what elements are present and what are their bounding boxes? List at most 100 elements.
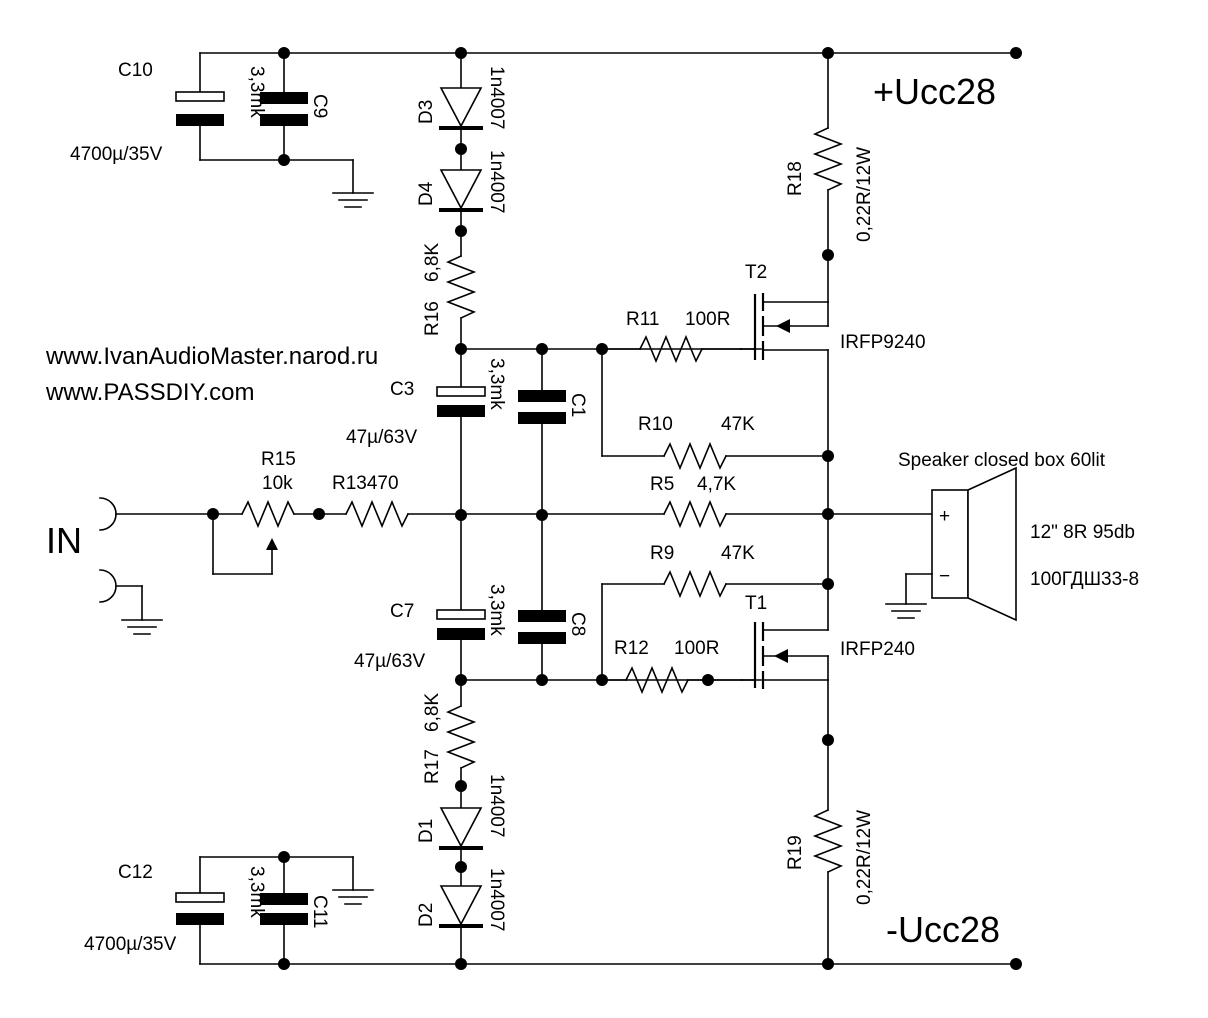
c8-plate-top <box>518 610 566 622</box>
t1-type-label: IRFP240 <box>840 639 915 660</box>
r16-label: R16 <box>422 301 443 336</box>
c1-label: C1 <box>567 393 588 417</box>
c3-plate <box>437 405 485 417</box>
d4-label: D4 <box>416 181 437 206</box>
url-passdiy: www.PASSDIY.com <box>45 379 255 406</box>
r15-label: R15 <box>261 449 296 470</box>
d2-type-label: 1n4007 <box>486 868 507 931</box>
d3-diode <box>439 87 483 128</box>
c10-value-label: 4700µ/35V <box>70 144 163 165</box>
bottom-supply-rail <box>199 958 1022 970</box>
ground-symbol-top <box>332 192 374 208</box>
r19-value-label: 0,22R/12W <box>854 810 875 905</box>
top-supply-rail <box>199 47 1022 59</box>
c3-label: C3 <box>390 379 414 400</box>
r18-label: R18 <box>785 161 806 196</box>
r10-resistor <box>662 441 728 471</box>
c11-plate-bottom <box>260 913 308 925</box>
r15-value-label: 10k <box>262 473 293 494</box>
c12-label: C12 <box>118 862 153 883</box>
input-jack-ground <box>99 569 117 603</box>
t2-type-label: IRFP9240 <box>840 332 926 353</box>
r11-label: R11 <box>626 309 659 330</box>
d4-bar <box>439 208 483 212</box>
c10-plus-plate <box>175 91 225 102</box>
r12-resistor <box>624 665 690 695</box>
r15-potentiometer <box>240 499 296 529</box>
d1-bar <box>439 846 483 850</box>
r11-resistor <box>638 334 704 364</box>
speaker-cone <box>967 466 1017 622</box>
r17-label: R17 <box>422 749 443 784</box>
speaker-model-label: 100ГДШ33-8 <box>1030 569 1139 590</box>
r17-resistor <box>445 704 477 770</box>
r16-resistor <box>445 254 477 320</box>
t2-label: T2 <box>745 262 767 283</box>
r13-resistor <box>344 499 410 529</box>
c9-plate-bottom <box>260 114 308 126</box>
c7-plus-plate <box>436 609 486 620</box>
r10-value-label: 47K <box>721 414 755 435</box>
c1-plate-bottom <box>518 412 566 424</box>
r9-value-label: 47K <box>721 543 755 564</box>
d2-diode <box>439 885 483 926</box>
input-label: IN <box>46 520 82 561</box>
r5-resistor <box>662 499 728 529</box>
r5-label: R5 <box>650 474 674 495</box>
ground-symbol-speaker <box>885 603 927 619</box>
c8-label: C8 <box>567 612 588 636</box>
t1-arrow <box>774 649 788 663</box>
r10-label: R10 <box>638 414 673 435</box>
d2-label: D2 <box>416 903 437 927</box>
r18-value-label: 0,22R/12W <box>854 147 875 242</box>
r12-value-label: 100R <box>674 638 719 659</box>
c10-plate <box>176 114 224 126</box>
c8-plate-bottom <box>518 632 566 644</box>
d3-label: D3 <box>416 100 437 124</box>
r19-label: R19 <box>785 835 806 870</box>
speaker-minus-label: − <box>939 566 950 587</box>
d4-type-label: 1n4007 <box>486 150 507 213</box>
vcc-neg-terminal <box>1010 958 1022 970</box>
c9-label: C9 <box>309 94 330 118</box>
r15-wiper-arrow <box>266 538 278 550</box>
t1-label: T1 <box>745 593 767 614</box>
bias-chain-top <box>436 52 486 611</box>
c3-value-label: 47µ/63V <box>346 427 417 448</box>
d4-diode <box>439 169 483 210</box>
d1-label: D1 <box>416 819 437 843</box>
vcc-neg-label: -Ucc28 <box>886 909 1000 950</box>
d1-diode <box>439 807 483 848</box>
d3-bar <box>439 126 483 130</box>
r5-value-label: 4,7K <box>697 474 736 495</box>
c12-cap-label: 3,3mk <box>246 866 267 918</box>
d3-type-label: 1n4007 <box>486 66 507 129</box>
c7-plate <box>437 628 485 640</box>
speaker-title-label: Speaker closed box 60lit <box>898 450 1106 471</box>
t1-mosfet <box>740 622 829 689</box>
text-labels: C10 3,3mk C9 4700µ/35V C12 3,3mk C11 470… <box>45 60 1139 955</box>
ground-symbol-input <box>121 619 163 635</box>
r16-value-label: 6,8K <box>422 243 443 282</box>
c1-plate-top <box>518 390 566 402</box>
c10-label: C10 <box>118 60 153 81</box>
vcc-pos-label: +Ucc28 <box>873 71 996 112</box>
r9-label: R9 <box>650 543 674 564</box>
output-rail <box>812 52 844 965</box>
c11-plate-top <box>260 893 308 905</box>
c9-plate-top <box>260 92 308 104</box>
speaker <box>885 466 1017 622</box>
r18-resistor <box>812 126 844 192</box>
c3-cap-label: 3,3mk <box>486 358 507 410</box>
input-jack-signal <box>99 497 117 531</box>
c10-cap-label: 3,3mk <box>246 66 267 118</box>
input-section <box>99 497 665 635</box>
c11-label: C11 <box>309 895 330 928</box>
r13-label: R13470 <box>332 473 399 494</box>
c7-cap-label: 3,3mk <box>486 584 507 636</box>
d2-bar <box>439 924 483 928</box>
c12-plate <box>176 913 224 925</box>
c3-plus-plate <box>436 386 486 397</box>
r19-resistor <box>812 808 844 874</box>
